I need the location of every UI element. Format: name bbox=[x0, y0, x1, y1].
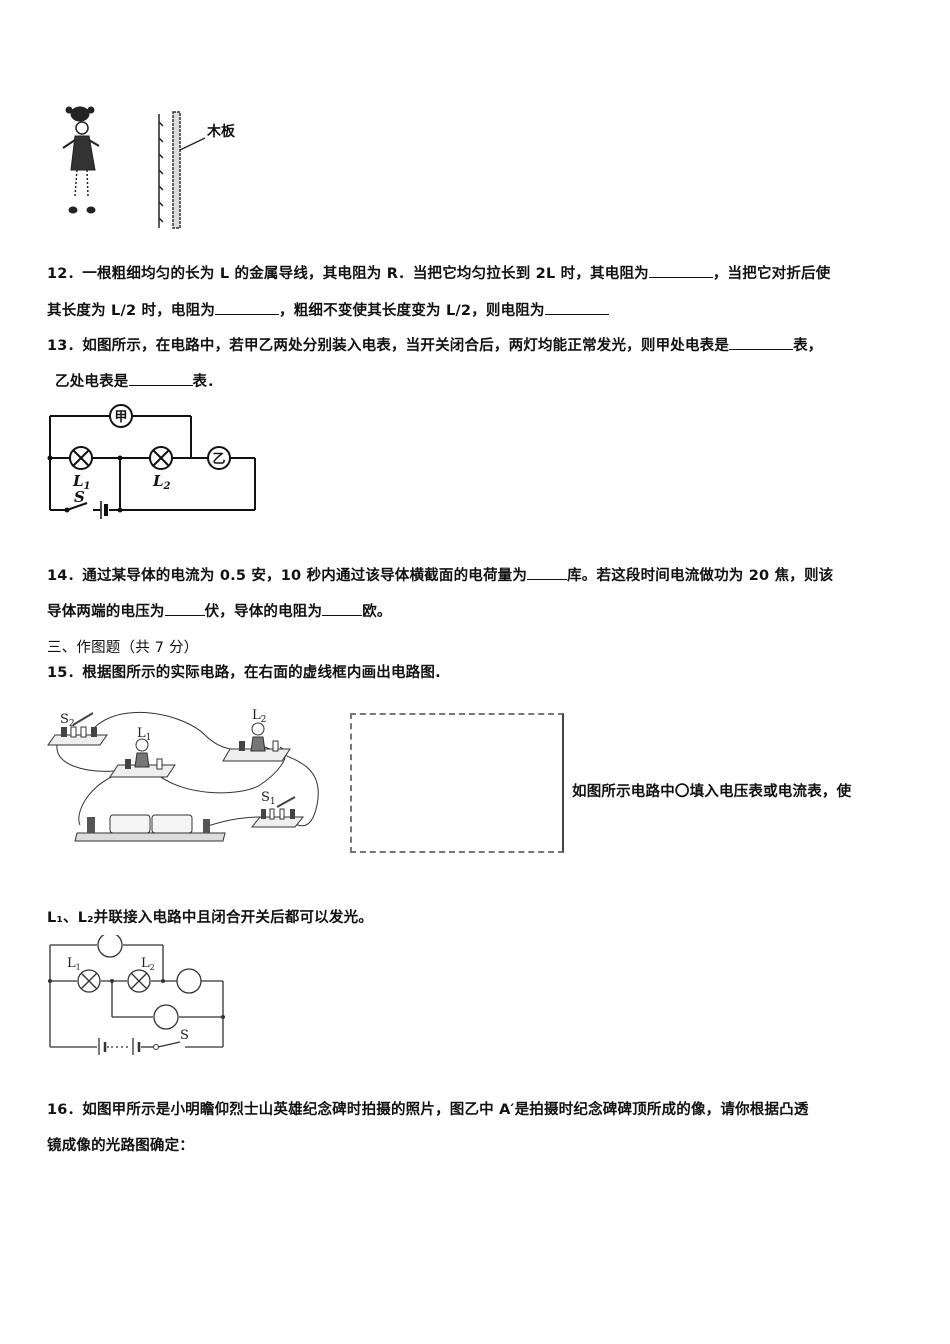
lamp-l1-icon bbox=[77, 969, 101, 993]
q12-blank-2[interactable] bbox=[215, 300, 280, 315]
q12-text: 12．一根粗细均匀的长为 L 的金属导线，其电阻为 R．当把它均匀拉长到 2L … bbox=[47, 266, 649, 282]
lamp-l1-photo-icon bbox=[109, 738, 176, 778]
q12-text: ，当把它对折后使 bbox=[712, 266, 831, 282]
q14-blank-1[interactable] bbox=[527, 565, 568, 580]
side-text: 如图所示电路中〇填入电压表或电流表，使 bbox=[572, 784, 852, 800]
q13-text: 13．如图所示，在电路中，若甲乙两处分别装入电表，当开关闭合后，两灯均能正常发光… bbox=[47, 338, 730, 354]
svg-text:L2: L2 bbox=[252, 708, 266, 725]
q12-blank-3[interactable] bbox=[544, 300, 609, 315]
svg-text:S: S bbox=[180, 1028, 189, 1043]
q13-circuit-diagram: 甲 L1 S L2 乙 bbox=[47, 404, 256, 519]
q13-text: 表． bbox=[192, 374, 222, 390]
lamp-l2-label: L2 bbox=[152, 472, 171, 492]
q14-line1: 14．通过某导体的电流为 0.5 安，10 秒内通过该导体横截面的电荷量为 库。若… bbox=[47, 564, 833, 585]
q12-text: 其长度为 L/2 时，电阻为 bbox=[47, 303, 216, 319]
svg-text:L1: L1 bbox=[67, 956, 81, 972]
real-circuit-figure: S2 L1 L2 S1 bbox=[47, 708, 319, 842]
q12-text: ，粗细不变使其长度变为 L/2，则电阻为 bbox=[279, 303, 545, 319]
q13-blank-2[interactable] bbox=[128, 371, 193, 386]
q12-line1: 12．一根粗细均匀的长为 L 的金属导线，其电阻为 R．当把它均匀拉长到 2L … bbox=[47, 262, 830, 283]
q15-circuit-diagram: L1 L2 S bbox=[48, 935, 225, 1055]
meter-jia-icon: 甲 bbox=[109, 404, 133, 428]
q13-line2: 乙处电表是 表． bbox=[55, 370, 222, 391]
q14-text: 欧。 bbox=[362, 604, 392, 620]
q14-line2: 导体两端的电压为 伏，导体的电阻为 欧。 bbox=[47, 600, 392, 621]
q14-text: 伏，导体的电阻为 bbox=[204, 604, 323, 620]
svg-text:L2: L2 bbox=[141, 956, 155, 972]
svg-text:S2: S2 bbox=[60, 712, 75, 729]
q13-line1: 13．如图所示，在电路中，若甲乙两处分别装入电表，当开关闭合后，两灯均能正常发光… bbox=[47, 334, 822, 355]
lamp-l2-icon bbox=[127, 969, 151, 993]
meter-yi-icon: 乙 bbox=[207, 446, 231, 470]
q15-text: 15．根据图所示的实际电路，在右面的虚线框内画出电路图. bbox=[47, 665, 441, 681]
switch-s1-icon bbox=[250, 796, 305, 828]
q14-blank-3[interactable] bbox=[322, 601, 363, 616]
empty-meter-middle-icon bbox=[153, 1004, 179, 1030]
lamp-l2-photo-icon bbox=[222, 722, 291, 762]
board-label: 木板 bbox=[206, 123, 236, 140]
q12-line2: 其长度为 L/2 时，电阻为 ，粗细不变使其长度变为 L/2，则电阻为 bbox=[47, 299, 609, 320]
section-heading: 三、作图题（共 7 分） bbox=[47, 640, 199, 656]
empty-meter-top-icon bbox=[97, 935, 123, 958]
q12-blank-1[interactable] bbox=[648, 263, 713, 278]
q14-text: 导体两端的电压为 bbox=[47, 604, 165, 620]
battery-holder-icon bbox=[74, 814, 226, 842]
q14-blank-2[interactable] bbox=[164, 601, 205, 616]
continue-text: L₁、L₂并联接入电路中且闭合开关后都可以发光。 bbox=[47, 910, 373, 926]
board-icon bbox=[172, 111, 181, 229]
q16-line2: 镜成像的光路图确定： bbox=[47, 1138, 194, 1154]
svg-text:S1: S1 bbox=[261, 790, 276, 807]
switch-s2-icon bbox=[47, 712, 108, 746]
q13-text: 表， bbox=[793, 338, 823, 354]
q14-text: 14．通过某导体的电流为 0.5 安，10 秒内通过该导体横截面的电荷量为 bbox=[47, 568, 528, 584]
girl-illustration-icon bbox=[62, 106, 100, 214]
mirror-board-figure: 木板 bbox=[62, 106, 236, 229]
q13-text: 乙处电表是 bbox=[55, 374, 129, 390]
empty-meter-right-icon bbox=[176, 968, 202, 994]
q13-blank-1[interactable] bbox=[729, 335, 794, 350]
switch-label: S bbox=[74, 488, 85, 506]
mirror-icon bbox=[158, 114, 164, 228]
lamp-l2-icon bbox=[149, 446, 173, 470]
lamp-l1-icon bbox=[69, 446, 93, 470]
lamp-l1-label: L1 bbox=[72, 472, 91, 492]
q16-line1: 16．如图甲所示是小明瞻仰烈士山英雄纪念碑时拍摄的照片，图乙中 A′是拍摄时纪念… bbox=[47, 1102, 809, 1118]
svg-text:乙: 乙 bbox=[212, 452, 225, 467]
q14-text: 库。若这段时间电流做功为 20 焦，则该 bbox=[567, 568, 834, 584]
drawing-answer-box[interactable] bbox=[350, 713, 564, 853]
svg-text:L1: L1 bbox=[137, 726, 151, 743]
svg-text:甲: 甲 bbox=[114, 410, 127, 425]
